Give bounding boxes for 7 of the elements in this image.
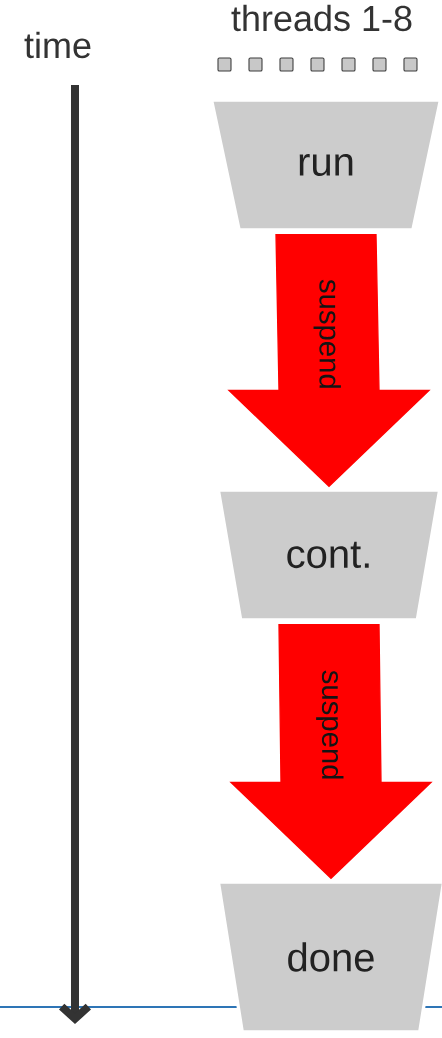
text-label: threads 1-8 bbox=[231, 4, 412, 32]
edge-label: suspend bbox=[313, 279, 341, 388]
edge-label: suspend bbox=[316, 670, 344, 779]
trapezoid-box: run bbox=[209, 98, 442, 232]
trapezoid-box: cont. bbox=[216, 488, 442, 622]
trapezoid-box: done bbox=[216, 880, 442, 1034]
text-label: time bbox=[24, 31, 91, 59]
